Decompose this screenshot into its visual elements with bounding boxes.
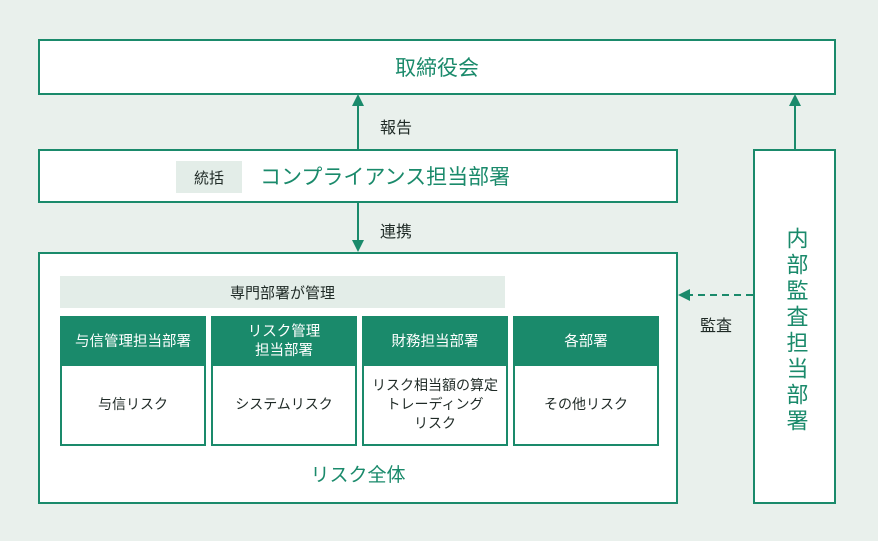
compliance-department-box: 統括 コンプライアンス担当部署 [38, 149, 678, 203]
dept-risk-management-head: リスク管理 担当部署 [213, 318, 355, 366]
compliance-department-label: コンプライアンス担当部署 [260, 165, 511, 189]
audit-label: 監査 [700, 316, 733, 335]
dept-credit: 与信管理担当部署 与信リスク [60, 316, 206, 446]
dept-finance: 財務担当部署 リスク相当額の算定 トレーディング リスク [362, 316, 508, 446]
report-label: 報告 [380, 118, 413, 137]
dept-finance-head: 財務担当部署 [364, 318, 506, 366]
dept-system-risk: システムリスク [235, 396, 333, 413]
internal-audit-label: 内部監査担当部署 [782, 227, 808, 435]
risk-total-label: リスク全体 [310, 464, 406, 486]
dept-other-risk: その他リスク [544, 396, 628, 413]
specialist-management-band: 専門部署が管理 [60, 276, 505, 308]
board-label: 取締役会 [395, 56, 479, 80]
dept-credit-head: 与信管理担当部署 [62, 318, 204, 366]
dept-each-head: 各部署 [515, 318, 657, 366]
dept-risk-management: リスク管理 担当部署 システムリスク [211, 316, 357, 446]
oversight-tag: 統括 [176, 161, 242, 193]
board-of-directors-box: 取締役会 [38, 39, 836, 95]
risk-area-box: 専門部署が管理 与信管理担当部署 与信リスク リスク管理 担当部署 システムリス… [38, 252, 678, 504]
dept-each: 各部署 その他リスク [513, 316, 659, 446]
dept-finance-risk: リスク相当額の算定 トレーディング リスク [372, 377, 498, 432]
coordination-label: 連携 [380, 222, 413, 241]
dept-credit-risk: 与信リスク [98, 396, 168, 413]
internal-audit-box: 内部監査担当部署 [753, 149, 836, 504]
